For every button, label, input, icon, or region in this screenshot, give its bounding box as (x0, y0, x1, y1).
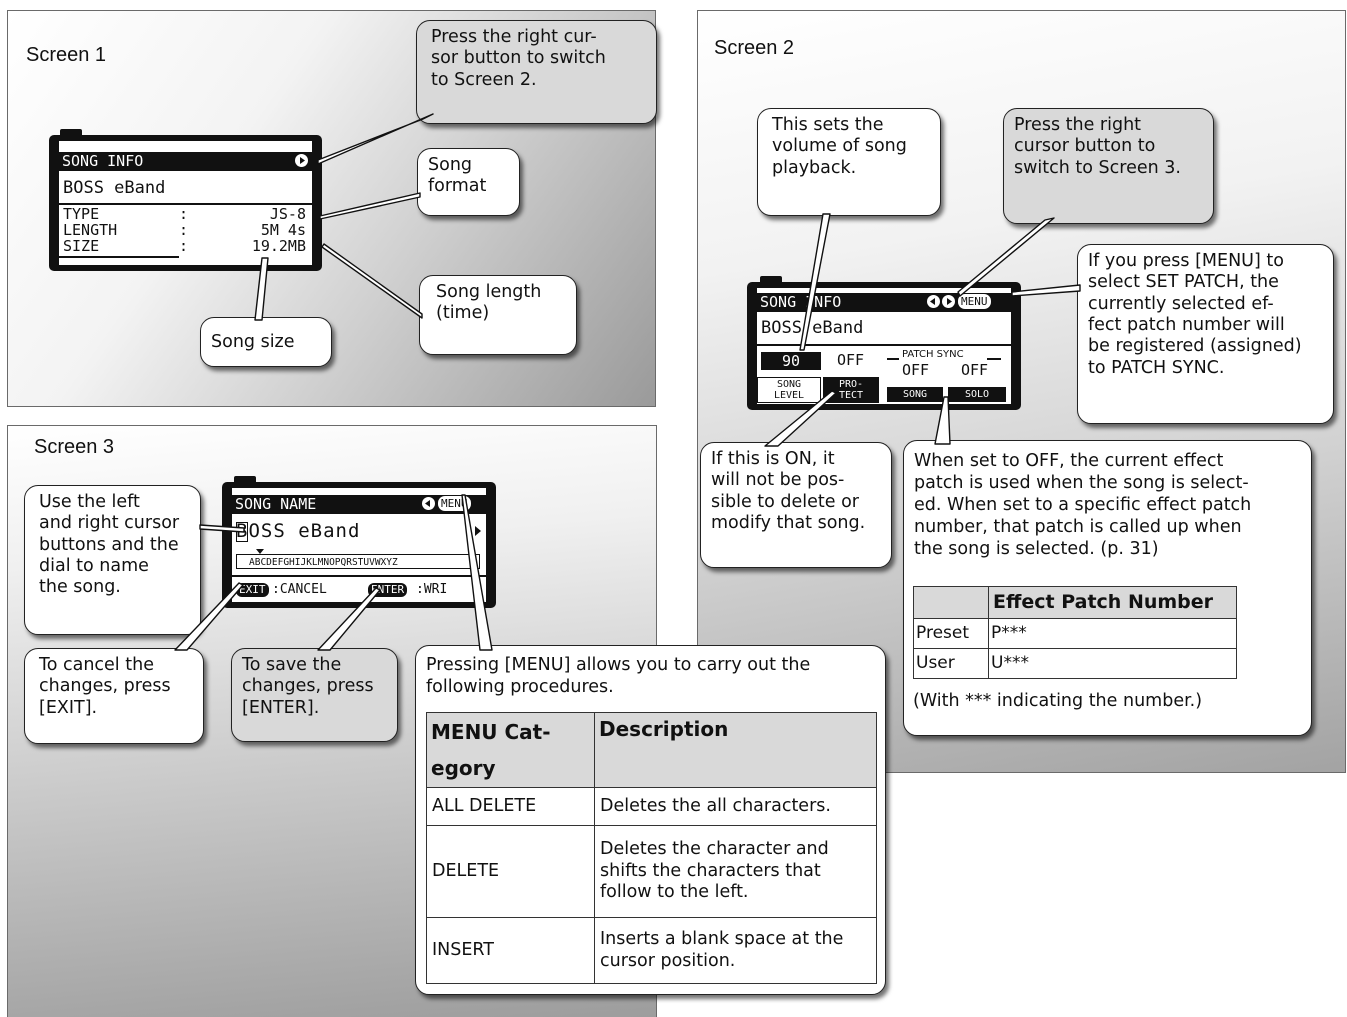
right-arrow-icon (942, 295, 955, 308)
lcd-row-type-colon: : (179, 205, 189, 223)
exit-button-icon: EXIT (236, 583, 269, 597)
patch-table-cell: U*** (988, 648, 1237, 679)
lcd-tab (760, 276, 782, 285)
callout-screen2-right-cursor: Press the right cursor button to switch … (1003, 108, 1214, 224)
lcd-row-length-value: 5M 4s (260, 221, 306, 239)
patch-table-note: (With *** indicating the number.) (913, 691, 1203, 711)
enter-button-icon: ENTER (368, 583, 408, 597)
patch-sync-description: When set to OFF, the current effect patc… (914, 451, 1252, 559)
cancel-label: :CANCEL (272, 582, 327, 597)
callout-patch-sync: When set to OFF, the current effect patc… (903, 440, 1312, 736)
callout-set-patch: If you press [MENU] to select SET PATCH,… (1077, 244, 1334, 424)
menu-table-header: MENU Cat- egory (426, 712, 595, 788)
song-label: SONG (887, 387, 943, 402)
callout-song-volume: This sets the volume of song playback. (757, 108, 941, 216)
callout-menu-procedures: Pressing [MENU] allows you to carry out … (415, 645, 886, 995)
lcd-tab (234, 476, 256, 485)
callout-song-format: Song format (417, 148, 520, 216)
text-cursor (236, 522, 248, 542)
lcd-row-type-value: JS-8 (269, 205, 306, 223)
menu-procedures-intro: Pressing [MENU] allows you to carry out … (426, 655, 811, 697)
callout-song-size: Song size (200, 317, 332, 367)
lcd-row-length-label: LENGTH (63, 221, 118, 239)
left-arrow-icon (422, 497, 435, 510)
lcd-row-size-value: 19.2MB (251, 237, 306, 255)
menu-table-cell: Deletes the all characters. (594, 787, 877, 826)
lcd-header: SONG INFO (59, 152, 312, 171)
lcd-row-length-colon: : (179, 221, 189, 239)
patch-number-table: Effect Patch Number Preset P*** User U**… (913, 586, 1237, 679)
callout-cancel: To cancel the changes, press [EXIT]. (24, 648, 204, 744)
screen3-lcd: SONG NAME MENU BOSS eBand ABCDEFGHIJKLMN… (222, 482, 496, 608)
char-cursor-arrow-icon (256, 549, 264, 554)
menu-table-cell: DELETE (426, 825, 595, 918)
menu-table-cell: Deletes the character and shifts the cha… (594, 825, 877, 918)
callout-protect: If this is ON, it will not be pos- sible… (700, 442, 892, 568)
song-level-value: 90 (761, 352, 821, 370)
patch-sync-label: PATCH SYNC (902, 349, 964, 360)
lcd-song-name: BOSS eBand (63, 178, 166, 198)
menu-table-cell: ALL DELETE (426, 787, 595, 826)
lcd-song-name: BOSS eBand (236, 520, 361, 542)
lcd-row-size-label: SIZE (63, 237, 100, 255)
callout-screen1-right-cursor: Press the right cur- sor button to switc… (416, 20, 657, 124)
screen2-title: Screen 2 (714, 37, 795, 59)
lcd-tab (60, 129, 82, 138)
screen1-lcd: SONG INFO BOSS eBand TYPE : JS-8 LENGTH … (49, 135, 322, 271)
menu-button-icon: MENU (958, 294, 991, 309)
lcd-row-size-colon: : (179, 237, 189, 255)
right-arrow-icon (295, 154, 308, 167)
callout-song-length: Song length (time) (419, 275, 577, 355)
patch-sync-song-value: OFF (902, 361, 930, 379)
patch-table-cell: Preset (913, 618, 989, 649)
lcd-header: SONG NAME MENU (232, 495, 486, 514)
left-arrow-icon (927, 295, 940, 308)
patch-table-header: Effect Patch Number (988, 586, 1237, 619)
character-palette: ABCDEFGHIJKLMNOPQRSTUVWXYZ (236, 554, 480, 569)
menu-table-cell: Inserts a blank space at the cursor posi… (594, 917, 877, 984)
song-level-label: SONG LEVEL (757, 377, 821, 403)
lcd-song-name: BOSS eBand (761, 318, 864, 338)
solo-label: SOLO (948, 387, 1006, 402)
screen1-title: Screen 1 (26, 44, 107, 66)
patch-sync-solo-value: OFF (961, 361, 989, 379)
menu-button-icon: MENU (438, 496, 471, 511)
callout-save: To save the changes, press [ENTER]. (231, 648, 398, 742)
lcd-row-type-label: TYPE (63, 205, 100, 223)
screen2-lcd: SONG INFO MENU BOSS eBand 90 OFF PATCH S… (747, 282, 1021, 410)
scroll-right-arrow-icon (475, 526, 481, 536)
protect-label: PRO- TECT (823, 377, 879, 403)
screen3-title: Screen 3 (34, 436, 115, 458)
menu-table-header: Description (594, 712, 877, 788)
menu-table-cell: INSERT (426, 917, 595, 984)
protect-value: OFF (837, 351, 865, 369)
lcd-header: SONG INFO MENU (757, 293, 1011, 312)
write-label: :WRI (416, 582, 448, 597)
patch-table-cell: User (913, 648, 989, 679)
patch-table-cell: P*** (988, 618, 1237, 649)
callout-name-song: Use the left and right cursor buttons an… (24, 485, 201, 635)
menu-category-table: MENU Cat- egory Description ALL DELETE D… (426, 712, 877, 984)
